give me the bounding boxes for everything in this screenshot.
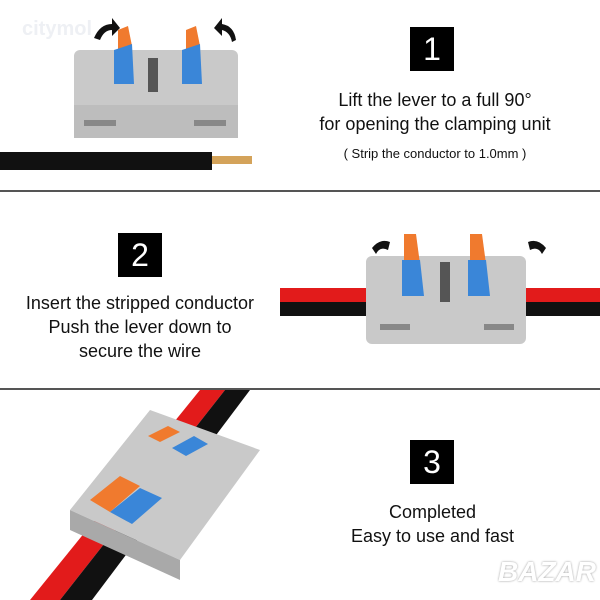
- step-number-1: 1: [410, 27, 454, 71]
- divider: [0, 388, 600, 390]
- step3-text: Completed Easy to use and fast: [290, 500, 575, 548]
- step1-text: Lift the lever to a full 90° for opening…: [290, 88, 580, 166]
- arrow-icon: [528, 240, 546, 254]
- bazar-logo: BAZAR: [498, 556, 596, 587]
- step1-note: ( Strip the conductor to 1.0mm ): [343, 146, 527, 161]
- step2-line3: secure the wire: [78, 341, 202, 361]
- step-number-3: 3: [410, 440, 454, 484]
- step2-text: Insert the stripped conductor Push the l…: [0, 291, 280, 363]
- arrow-icon: [372, 240, 390, 254]
- step2-illustration: [280, 234, 600, 344]
- step2-line1: Insert the stripped conductor: [25, 293, 255, 313]
- copper-core: [212, 156, 252, 164]
- step1-line2: for opening the clamping unit: [319, 114, 551, 134]
- divider: [0, 190, 600, 192]
- arrow-icon: [214, 18, 236, 42]
- watermark: citymol: [22, 18, 93, 40]
- step2-line2: Push the lever down to: [48, 317, 232, 337]
- step1-line1: Lift the lever to a full 90°: [338, 90, 532, 110]
- step3-line1: Completed: [388, 502, 477, 522]
- step3-illustration: [30, 390, 260, 600]
- step1-illustration: [0, 18, 252, 170]
- step3-line2: Easy to use and fast: [350, 526, 515, 546]
- arrow-icon: [94, 18, 120, 40]
- step-number-2: 2: [118, 233, 162, 277]
- black-wire: [0, 152, 212, 170]
